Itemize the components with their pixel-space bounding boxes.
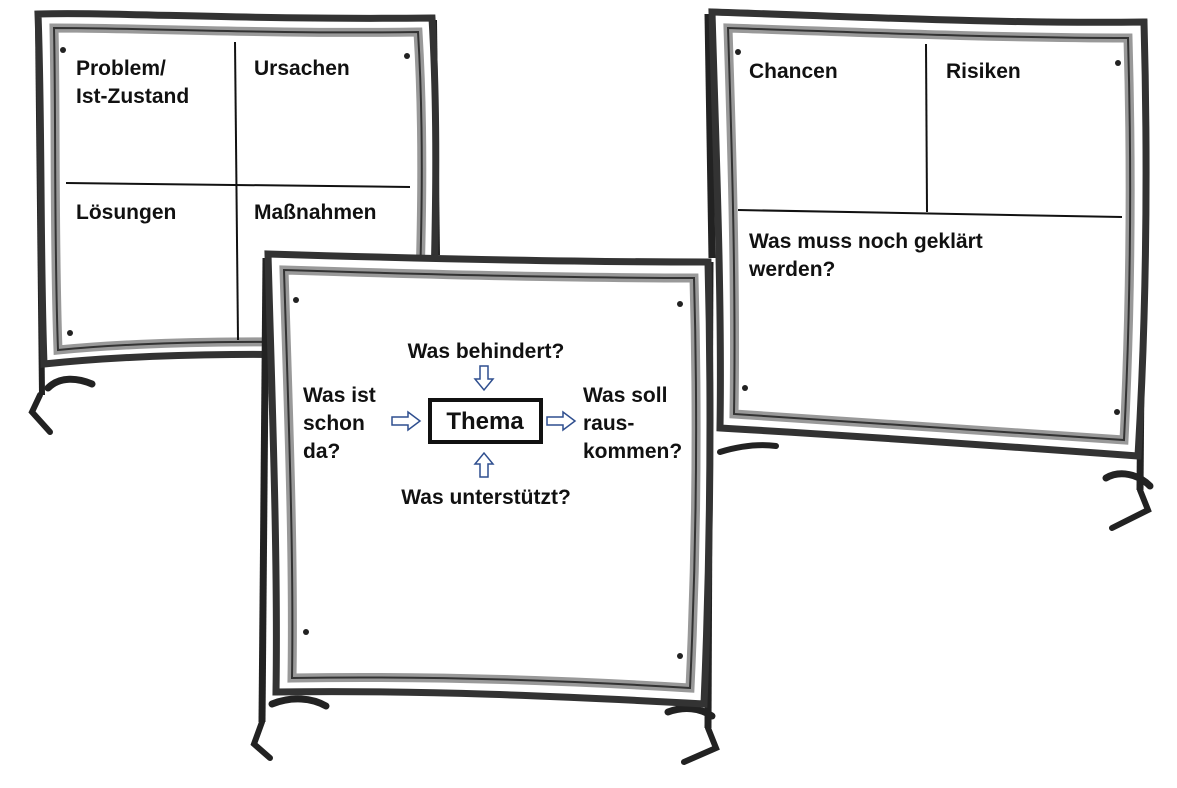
board-center-frame-inner	[279, 265, 701, 693]
board-right-divider-vertical	[925, 43, 928, 213]
board-right-divider-horizontal	[737, 209, 1123, 218]
board-right-pin-icon	[1115, 60, 1121, 66]
arrow-right-in-icon	[391, 410, 422, 432]
board-center-leg-right-icon	[681, 725, 720, 765]
thema-box	[428, 398, 543, 444]
thema-label: Thema	[446, 408, 524, 435]
board-right-label-chancen: Chancen	[749, 60, 838, 83]
label-was-unterstuetzt: Was unterstützt?	[401, 486, 571, 509]
board-left-pin-icon	[404, 53, 410, 59]
board-right-label-klaeren-2: werden?	[748, 258, 835, 281]
label-was-soll-3: kommen?	[583, 440, 682, 463]
label-was-behindert: Was behindert?	[408, 340, 565, 363]
board-center-foot-left-icon	[268, 695, 330, 710]
board-center-post-left	[258, 257, 270, 723]
board-left-label-ist-zustand: Ist-Zustand	[76, 85, 189, 108]
arrow-right-out-icon	[546, 410, 577, 432]
board-right-foot-left-icon	[717, 442, 779, 455]
board-right-surface	[726, 26, 1132, 442]
board-center-pin-icon	[677, 653, 683, 659]
label-was-ist-3: da?	[303, 440, 340, 463]
label-was-soll-1: Was soll	[583, 384, 667, 407]
board-right-pin-icon	[735, 49, 741, 55]
board-right-post-left	[704, 13, 716, 259]
label-was-ist-2: schon	[303, 412, 365, 435]
board-left-label-problem: Problem/	[76, 57, 166, 80]
board-center: Thema Was behindert? Was unterstützt? Wa…	[250, 250, 720, 765]
arrow-up-icon	[473, 451, 495, 478]
board-left-label-loesungen: Lösungen	[76, 201, 176, 224]
board-center-pin-icon	[293, 297, 299, 303]
board-right-leg-icon	[1109, 487, 1152, 531]
board-left-leg-icon	[28, 392, 53, 435]
board-left-divider-horizontal	[65, 182, 411, 188]
board-center-surface	[282, 268, 698, 690]
board-center-leg-left-icon	[250, 719, 273, 761]
label-was-soll-2: raus-	[583, 412, 634, 435]
board-right-label-klaeren-1: Was muss noch geklärt	[749, 230, 983, 253]
board-right: Chancen Risiken Was muss noch geklärt we…	[704, 8, 1154, 531]
board-center-pin-icon	[677, 301, 683, 307]
board-left-label-ursachen: Ursachen	[254, 57, 350, 80]
board-center-foot-right-icon	[664, 705, 716, 720]
board-center-pin-icon	[303, 629, 309, 635]
board-left-pin-icon	[67, 330, 73, 336]
board-right-pin-icon	[1114, 409, 1120, 415]
board-right-label-risiken: Risiken	[946, 60, 1021, 83]
board-left-label-massnahmen: Maßnahmen	[254, 201, 377, 224]
board-right-pin-icon	[742, 385, 748, 391]
board-left-divider-vertical	[234, 41, 239, 341]
arrow-down-icon	[473, 365, 495, 392]
label-was-ist-1: Was ist	[303, 384, 376, 407]
board-right-foot-icon	[1102, 470, 1154, 490]
board-left-foot-icon	[44, 375, 96, 392]
board-left-pin-icon	[60, 47, 66, 53]
